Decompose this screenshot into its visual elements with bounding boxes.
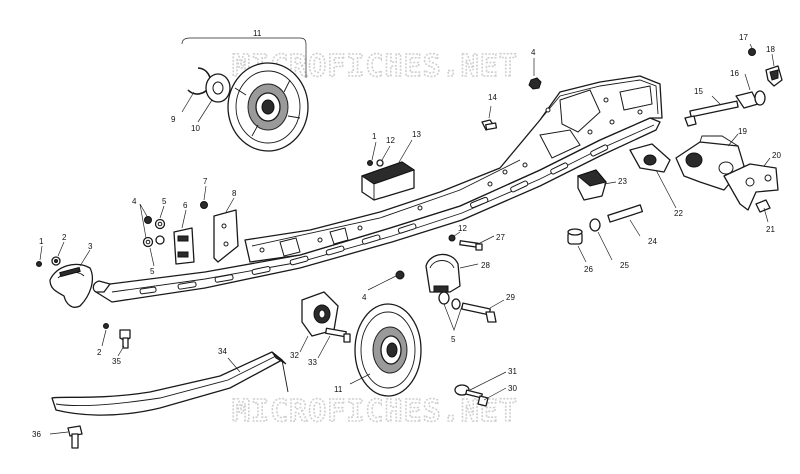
callout-22: 22	[674, 209, 683, 218]
callout-7: 7	[203, 177, 208, 186]
callout-5-clamp: 5	[451, 335, 456, 344]
washer-bolt-30-31	[454, 384, 489, 407]
bolts-12-27	[448, 234, 483, 251]
callout-29: 29	[506, 293, 515, 302]
callout-4-top: 4	[531, 48, 536, 57]
callout-33: 33	[308, 358, 317, 367]
callout-15: 15	[694, 87, 703, 96]
callout-labels: 11 9 10 4 14 15 16 17 18 19 20 21 22 23 …	[32, 29, 781, 439]
callout-4-left: 4	[132, 197, 137, 206]
fasteners-left	[36, 159, 384, 349]
slide-rail	[92, 75, 663, 303]
callout-11-top: 11	[253, 29, 262, 38]
callout-2-lower: 2	[97, 348, 102, 357]
callout-13: 13	[412, 130, 421, 139]
slider-block	[360, 161, 416, 201]
callout-11-lower: 11	[334, 385, 343, 394]
rail-slots	[139, 144, 609, 295]
clamp-28	[395, 253, 463, 332]
callout-30: 30	[508, 384, 517, 393]
pivot-block-32	[301, 291, 351, 343]
end-cap	[49, 263, 94, 308]
callout-34: 34	[218, 347, 227, 356]
callout-23: 23	[618, 177, 627, 186]
callout-19: 19	[738, 127, 747, 136]
callout-9: 9	[171, 115, 176, 124]
callout-12-lower: 12	[458, 224, 467, 233]
callout-21: 21	[766, 225, 775, 234]
callout-17: 17	[739, 33, 748, 42]
callout-32: 32	[290, 351, 299, 360]
callout-6: 6	[183, 201, 188, 210]
callout-12-top: 12	[386, 136, 395, 145]
bolt-15-group	[684, 48, 783, 127]
callout-28: 28	[481, 261, 490, 270]
callout-26: 26	[584, 265, 593, 274]
callout-2-left: 2	[62, 233, 67, 242]
callout-8: 8	[232, 189, 237, 198]
callout-35: 35	[112, 357, 121, 366]
wheel-assembly-top	[181, 37, 309, 152]
callout-1-left: 1	[39, 237, 44, 246]
callout-36: 36	[32, 430, 41, 439]
plates	[173, 209, 239, 265]
callout-31: 31	[508, 367, 517, 376]
callout-5-upper: 5	[162, 197, 167, 206]
callout-14: 14	[488, 93, 497, 102]
bolt-29	[461, 302, 497, 323]
brackets-19-20	[675, 135, 779, 213]
callout-5-lower: 5	[150, 267, 155, 276]
callout-18: 18	[766, 45, 775, 54]
leader-lines	[39, 43, 775, 435]
wear-strip	[51, 351, 289, 416]
callout-10: 10	[191, 124, 200, 133]
callout-1-mid: 1	[372, 132, 377, 141]
callout-16: 16	[730, 69, 739, 78]
callout-4-lower: 4	[362, 293, 367, 302]
watermark-bottom: MICROFICHES.NET	[232, 394, 518, 429]
callout-25: 25	[620, 261, 629, 270]
rail-holes	[259, 97, 643, 253]
spacers-group	[567, 143, 671, 245]
bolt-36	[67, 425, 83, 449]
bolt-14	[481, 77, 542, 131]
callout-27: 27	[496, 233, 505, 242]
wheel-assembly-lower	[354, 303, 422, 397]
callout-3: 3	[88, 242, 93, 251]
callout-20: 20	[772, 151, 781, 160]
callout-24: 24	[648, 237, 657, 246]
